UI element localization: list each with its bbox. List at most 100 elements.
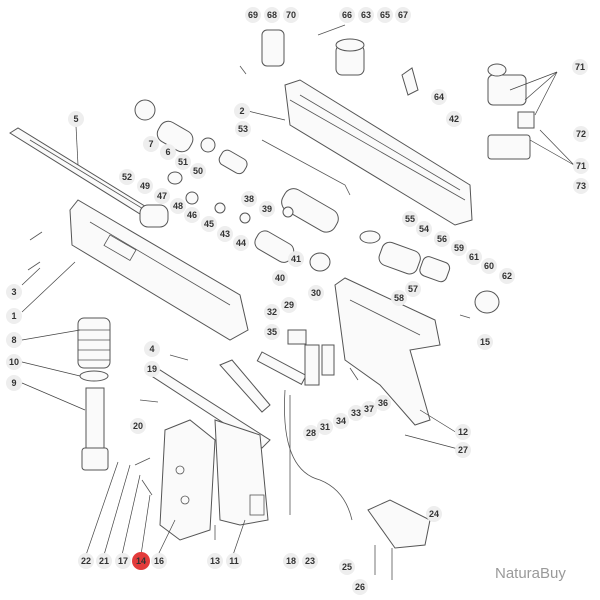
watermark-text: NaturaBuy bbox=[495, 565, 566, 582]
grip-tube-part bbox=[81, 387, 109, 471]
callout-60-text: 60 bbox=[484, 261, 494, 271]
callout-63: 63 bbox=[358, 7, 374, 23]
callout-43-text: 43 bbox=[220, 229, 230, 239]
callout-13-text: 13 bbox=[210, 556, 220, 566]
callout-57-text: 57 bbox=[408, 284, 418, 294]
callout-26: 26 bbox=[352, 579, 368, 595]
callout-73: 73 bbox=[573, 178, 589, 194]
callout-64-text: 64 bbox=[434, 92, 444, 102]
callout-70-text: 70 bbox=[286, 10, 296, 20]
feed-neck-parts bbox=[261, 24, 419, 96]
callout-32: 32 bbox=[264, 304, 280, 320]
callout-41: 41 bbox=[288, 251, 304, 267]
callout-61: 61 bbox=[466, 249, 482, 265]
callout-61-text: 61 bbox=[469, 252, 479, 262]
callout-40: 40 bbox=[272, 270, 288, 286]
callout-36-text: 36 bbox=[378, 398, 388, 408]
callout-9-text: 9 bbox=[11, 378, 16, 388]
callout-54-text: 54 bbox=[419, 224, 429, 234]
callout-46-text: 46 bbox=[187, 210, 197, 220]
callout-72: 72 bbox=[573, 126, 589, 142]
callout-23: 23 bbox=[302, 553, 318, 569]
callout-2-text: 2 bbox=[239, 106, 244, 116]
callout-46: 46 bbox=[184, 207, 200, 223]
callout-22-text: 22 bbox=[81, 556, 91, 566]
callout-55: 55 bbox=[402, 211, 418, 227]
callout-34: 34 bbox=[333, 413, 349, 429]
callout-29: 29 bbox=[281, 297, 297, 313]
callout-57: 57 bbox=[405, 281, 421, 297]
callout-12: 12 bbox=[455, 424, 471, 440]
callout-36: 36 bbox=[375, 395, 391, 411]
callout-71b-text: 71 bbox=[576, 161, 586, 171]
callout-72-text: 72 bbox=[576, 129, 586, 139]
callout-69-text: 69 bbox=[248, 10, 258, 20]
callout-67: 67 bbox=[395, 7, 411, 23]
callout-2: 2 bbox=[234, 103, 250, 119]
callout-20-text: 20 bbox=[133, 421, 143, 431]
callout-33-text: 33 bbox=[351, 408, 361, 418]
callout-65-text: 65 bbox=[380, 10, 390, 20]
callout-63-text: 63 bbox=[361, 10, 371, 20]
callout-51: 51 bbox=[175, 154, 191, 170]
callout-35: 35 bbox=[264, 324, 280, 340]
callout-70: 70 bbox=[283, 7, 299, 23]
pins-25-26 bbox=[374, 545, 393, 580]
callout-6: 6 bbox=[160, 144, 176, 160]
callout-32-text: 32 bbox=[267, 307, 277, 317]
callout-5-text: 5 bbox=[73, 114, 78, 124]
rod-53-part bbox=[261, 139, 351, 196]
callout-6-text: 6 bbox=[165, 147, 170, 157]
callout-38: 38 bbox=[241, 191, 257, 207]
callout-58-text: 58 bbox=[394, 293, 404, 303]
callout-68: 68 bbox=[264, 7, 280, 23]
callout-14-highlighted[interactable]: 14 bbox=[132, 552, 150, 570]
ring-part bbox=[79, 370, 109, 382]
callout-40-text: 40 bbox=[275, 273, 285, 283]
callout-47-text: 47 bbox=[157, 191, 167, 201]
callout-9: 9 bbox=[6, 375, 22, 391]
callout-49: 49 bbox=[137, 178, 153, 194]
callout-55-text: 55 bbox=[405, 214, 415, 224]
callout-48-text: 48 bbox=[173, 201, 183, 211]
callout-71a-text: 71 bbox=[575, 62, 585, 72]
upper-receiver-part bbox=[284, 79, 473, 226]
callout-7-text: 7 bbox=[148, 139, 153, 149]
callout-12-text: 12 bbox=[458, 427, 468, 437]
top-right-assembly bbox=[487, 63, 535, 160]
main-body-part bbox=[69, 199, 249, 341]
callout-56: 56 bbox=[434, 231, 450, 247]
grip-panel-part bbox=[159, 419, 216, 541]
callout-18-text: 18 bbox=[286, 556, 296, 566]
callout-62: 62 bbox=[499, 268, 515, 284]
callout-24-text: 24 bbox=[429, 509, 439, 519]
callout-34-text: 34 bbox=[336, 416, 346, 426]
callout-8-text: 8 bbox=[11, 335, 16, 345]
callout-54: 54 bbox=[416, 221, 432, 237]
callout-11: 11 bbox=[226, 553, 242, 569]
callout-71a: 71 bbox=[572, 59, 588, 75]
trigger-internals-part bbox=[256, 329, 359, 386]
callout-10: 10 bbox=[6, 354, 22, 370]
callout-4: 4 bbox=[144, 341, 160, 357]
callout-3-text: 3 bbox=[11, 287, 16, 297]
callout-8: 8 bbox=[6, 332, 22, 348]
callout-66: 66 bbox=[339, 7, 355, 23]
callout-28-text: 28 bbox=[306, 428, 316, 438]
trigger-frame-part bbox=[214, 419, 269, 526]
callout-37: 37 bbox=[361, 401, 377, 417]
callout-13: 13 bbox=[207, 553, 223, 569]
leader-lines bbox=[21, 71, 575, 556]
bolt-cylinders-part bbox=[254, 188, 339, 272]
callout-69: 69 bbox=[245, 7, 261, 23]
callout-38-text: 38 bbox=[244, 194, 254, 204]
valve-parts bbox=[359, 230, 500, 314]
callout-43: 43 bbox=[217, 226, 233, 242]
callout-71c: 71 bbox=[537, 104, 547, 114]
callout-27: 27 bbox=[455, 442, 471, 458]
callout-10-text: 10 bbox=[9, 357, 19, 367]
callout-15-text: 15 bbox=[480, 337, 490, 347]
callout-67-text: 67 bbox=[398, 10, 408, 20]
callout-51-text: 51 bbox=[178, 157, 188, 167]
